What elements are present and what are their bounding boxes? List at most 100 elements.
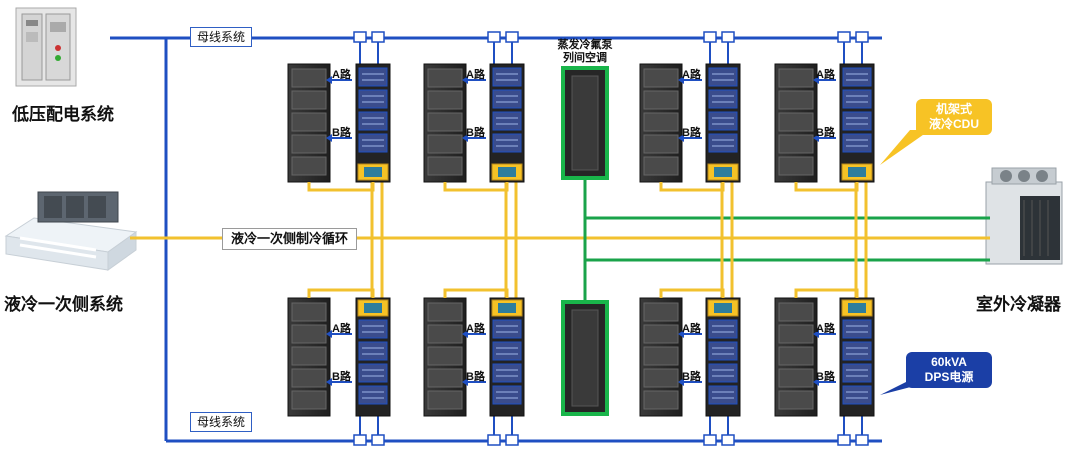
liquid-cooled-rack [705, 63, 741, 183]
arrow-head [678, 134, 684, 142]
server-cabinet [774, 297, 818, 417]
path-b-label: B路 [466, 371, 485, 383]
bus-drop-stubs [353, 31, 869, 446]
bus-tap-box [721, 31, 735, 43]
path-a-label: A路 [682, 323, 701, 335]
server-cabinet [774, 63, 818, 183]
server-cabinet-slot [778, 302, 814, 322]
server-cabinet-slot [643, 90, 679, 110]
arrow-head [813, 134, 819, 142]
path-b-label: B路 [816, 127, 835, 139]
server-cabinet-slot [643, 368, 679, 388]
server-cabinet [639, 297, 683, 417]
rack-cooling-pipe [307, 288, 375, 298]
server-cabinet [639, 63, 683, 183]
dps-module [492, 319, 522, 339]
server-cabinet-slot [291, 134, 327, 154]
server-cabinet-slot [778, 368, 814, 388]
liquid-primary-unit-icon [4, 191, 138, 271]
bus-tap-box [371, 434, 385, 446]
path-b-label: B路 [682, 127, 701, 139]
dps-module [708, 111, 738, 131]
server-cabinet-slot [643, 302, 679, 322]
dps-module [708, 341, 738, 361]
server-cabinet-slot [643, 134, 679, 154]
liquid-cooled-rack [839, 297, 875, 417]
server-cabinet-slot [778, 324, 814, 344]
cdu-screen [714, 167, 732, 177]
cdu-callout-pointer [880, 130, 930, 165]
bus-tap-box [371, 31, 385, 43]
path-a-label: A路 [816, 69, 835, 81]
dps-callout-line1: 60kVA [931, 355, 967, 369]
path-b-label: B路 [332, 371, 351, 383]
arrow-head [813, 330, 819, 338]
bus-system-bottom: 母线系统 [190, 412, 253, 432]
bus-tap-box [855, 434, 869, 446]
bus-tap-box [487, 31, 501, 43]
arrow-head [678, 378, 684, 386]
dps-module [708, 89, 738, 109]
arrow-head [462, 134, 468, 142]
server-cabinet-slot [778, 134, 814, 154]
bus-tap-box [353, 31, 367, 43]
arrow-head [462, 378, 468, 386]
rack-cooling-pipe [307, 182, 375, 192]
liquid-cooled-rack [839, 63, 875, 183]
dps-module [708, 319, 738, 339]
refrigerant-lines [583, 180, 990, 300]
server-cabinet-slot [291, 346, 327, 366]
rack-group-top-3 [639, 63, 741, 192]
server-cabinet-slot [291, 390, 327, 410]
server-cabinet-slot [291, 302, 327, 322]
outdoor-condenser-label: 室外冷凝器 [976, 295, 1061, 314]
rack-cooling-pipe [443, 288, 509, 298]
cdu-callout-line2: 液冷CDU [929, 117, 979, 131]
primary-loop-label: 液冷一次侧制冷循环 [222, 228, 358, 250]
arrow-head [813, 378, 819, 386]
rack-cooling-pipe [794, 182, 859, 192]
path-b-label: B路 [816, 371, 835, 383]
dps-module [358, 111, 388, 131]
cdu-screen [364, 303, 382, 313]
server-cabinet-slot [643, 346, 679, 366]
dps-module [842, 363, 872, 383]
server-cabinet-slot [427, 390, 463, 410]
cdu-screen [848, 303, 866, 313]
arrow-head [326, 330, 332, 338]
cdu-screen [498, 167, 516, 177]
path-a-label: A路 [816, 323, 835, 335]
rack-cooling-pipe [659, 182, 725, 192]
cdu-callout: 机架式 液冷CDU [916, 99, 992, 135]
server-cabinet-slot [643, 324, 679, 344]
path-a-label: A路 [466, 323, 485, 335]
server-cabinet-slot [427, 156, 463, 176]
liquid-cooled-rack [355, 63, 391, 183]
dps-module [842, 89, 872, 109]
server-cabinet-slot [427, 302, 463, 322]
server-cabinet-slot [291, 324, 327, 344]
server-cabinet-slot [291, 68, 327, 88]
liquid-primary-system-label: 液冷一次侧系统 [4, 295, 123, 314]
arrow-head [462, 76, 468, 84]
dps-module [708, 67, 738, 87]
server-cabinet-slot [427, 368, 463, 388]
rack-cooling-pipe [794, 288, 859, 298]
server-cabinet-slot [427, 68, 463, 88]
rack-groups [287, 63, 875, 417]
dps-module [358, 67, 388, 87]
outdoor-condenser-icon [985, 167, 1063, 265]
bus-tap-box [703, 434, 717, 446]
path-a-label: A路 [332, 323, 351, 335]
server-cabinet-slot [643, 156, 679, 176]
server-cabinet-slot [778, 68, 814, 88]
bus-tap-box [837, 31, 851, 43]
server-cabinet-slot [427, 346, 463, 366]
rack-cooling-pipe [443, 182, 509, 192]
server-cabinet-slot [427, 134, 463, 154]
bus-tap-box [837, 434, 851, 446]
server-cabinet-slot [778, 346, 814, 366]
server-cabinet-slot [427, 90, 463, 110]
dps-module [492, 341, 522, 361]
